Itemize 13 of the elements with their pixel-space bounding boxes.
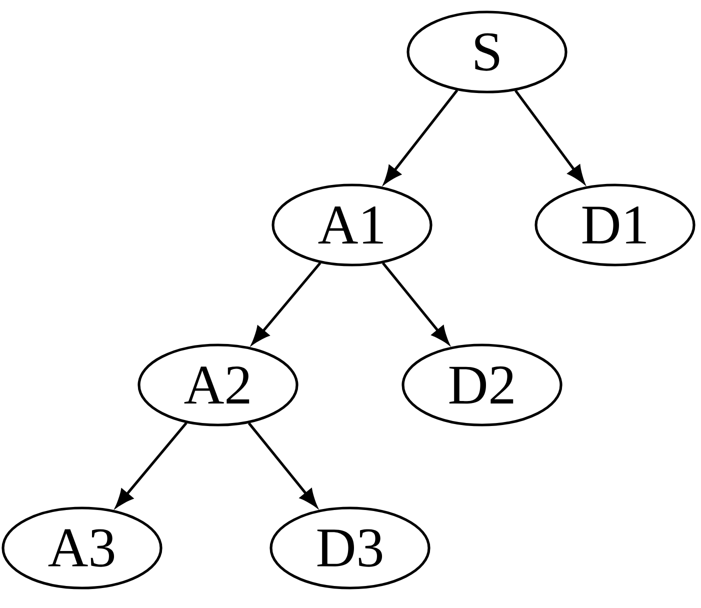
arrow [384, 90, 458, 184]
arrow [382, 262, 450, 344]
arrow [252, 262, 322, 344]
ellipse-node: D2 [402, 344, 562, 426]
ellipse-node: A2 [138, 344, 298, 426]
ellipse-node: D1 [534, 184, 696, 266]
ellipse-node: A1 [272, 184, 432, 266]
ellipse-node: A3 [2, 506, 162, 590]
arrow [116, 422, 188, 508]
arrow [248, 422, 318, 508]
ellipse-node: S [406, 10, 568, 94]
arrow [514, 90, 585, 184]
ellipse-node: D3 [270, 506, 430, 590]
